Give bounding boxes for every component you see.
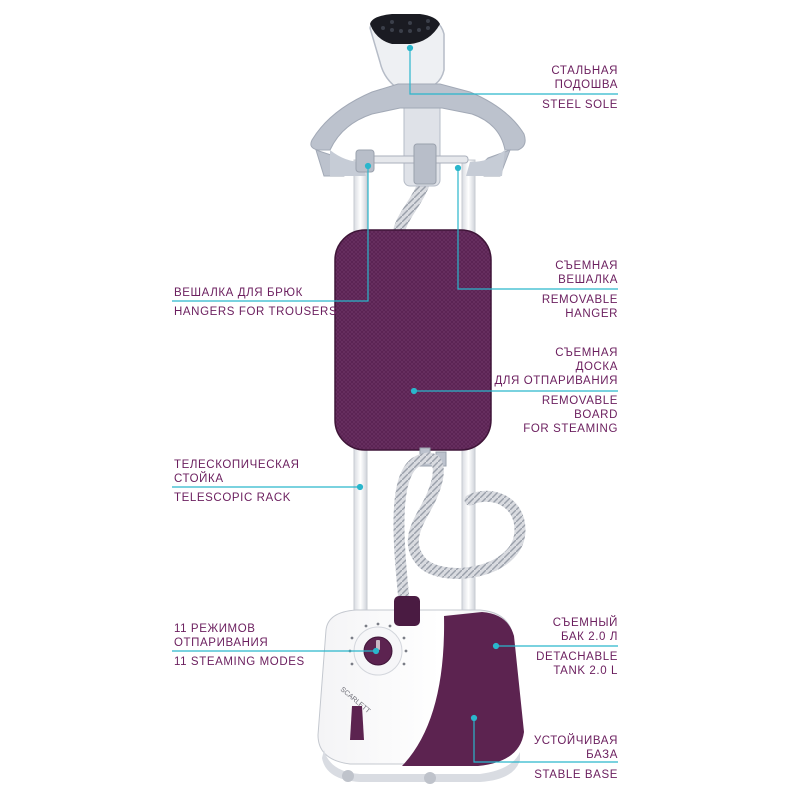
callout-ru-line: СЪЕМНАЯ xyxy=(555,260,618,272)
steam-sole-plate xyxy=(370,14,440,44)
callout-ru-line: ОТПАРИВАНИЯ xyxy=(174,637,269,649)
steam-hose-lower xyxy=(393,452,526,606)
callout-ru-line: УСТОЙЧИВАЯ xyxy=(533,735,618,747)
leader-lines xyxy=(172,44,618,763)
callout-en-line: REMOVABLE xyxy=(541,294,618,306)
callout-en-line: DETACHABLE xyxy=(536,651,618,663)
callout-ru-line: СТАЛЬНАЯ xyxy=(551,65,618,77)
foot-right xyxy=(424,772,436,784)
callout-en-line: STABLE BASE xyxy=(534,769,618,781)
callout-ru-line: ДЛЯ ОТПАРИВАНИЯ xyxy=(494,375,618,387)
callout-ru-line: ДОСКА xyxy=(575,361,618,373)
callout-ru-line: ВЕШАЛКА ДЛЯ БРЮК xyxy=(174,287,303,299)
base-foot xyxy=(322,750,520,782)
callout-removable-hanger: СЪЕМНАЯ ВЕШАЛКА REMOVABLE HANGER xyxy=(542,259,618,321)
hanger-right-arm-lower xyxy=(466,150,505,176)
callout-stable-base: УСТОЙЧИВАЯ БАЗА STABLE BASE xyxy=(534,734,618,782)
callout-removable-board: СЪЕМНАЯ ДОСКА ДЛЯ ОТПАРИВАНИЯ REMOVABLE … xyxy=(494,346,618,436)
water-level-window xyxy=(350,706,364,740)
callout-en-line: HANGER xyxy=(565,308,618,320)
callout-telescopic-rack: ТЕЛЕСКОПИЧЕСКАЯ СТОЙКА TELESCOPIC RACK xyxy=(174,458,300,505)
callout-ru-line: ТЕЛЕСКОПИЧЕСКАЯ xyxy=(174,459,300,471)
callout-ru-line: СЪЕМНАЯ xyxy=(555,347,618,359)
foot-left xyxy=(342,770,354,782)
steam-vents xyxy=(381,19,430,33)
callout-ru-line: ПОДОШВА xyxy=(554,79,618,91)
steaming-board xyxy=(334,229,492,451)
callout-en-line: BOARD xyxy=(574,409,618,421)
callout-en-line: REMOVABLE xyxy=(541,395,618,407)
callout-en-line: FOR STEAMING xyxy=(523,423,618,435)
trouser-clip-left xyxy=(355,149,375,173)
callout-steaming-modes: 11 РЕЖИМОВ ОТПАРИВАНИЯ 11 STEAMING MODES xyxy=(174,622,305,669)
callout-detachable-tank: СЪЕМНЫЙ БАК 2.0 Л DETACHABLE TANK 2.0 L xyxy=(536,616,618,678)
water-tank xyxy=(402,612,524,766)
callout-en-line: HANGERS FOR TROUSERS xyxy=(174,306,338,318)
callout-ru-line: 11 РЕЖИМОВ xyxy=(174,623,256,635)
callout-ru-line: СЪЕМНЫЙ xyxy=(552,617,618,629)
hose-connector xyxy=(394,596,420,626)
callout-trouser-hangers: ВЕШАЛКА ДЛЯ БРЮК HANGERS FOR TROUSERS xyxy=(174,286,337,319)
callout-ru-line: БАК 2.0 Л xyxy=(561,631,618,643)
callout-ru-line: СТОЙКА xyxy=(174,473,224,485)
callout-en-line: STEEL SOLE xyxy=(542,99,618,111)
callout-ru-line: ВЕШАЛКА xyxy=(558,274,618,286)
callout-en-line: TANK 2.0 L xyxy=(553,665,618,677)
mode-dial-ticks xyxy=(348,622,408,666)
trouser-clip-right xyxy=(413,143,437,185)
callout-steel-sole: СТАЛЬНАЯ ПОДОШВА STEEL SOLE xyxy=(542,64,618,112)
callout-en-line: 11 STEAMING MODES xyxy=(174,656,305,668)
callout-ru-line: БАЗА xyxy=(586,749,618,761)
hanger-frame xyxy=(310,83,526,151)
callout-en-line: TELESCOPIC RACK xyxy=(174,492,291,504)
mode-dial-pointer xyxy=(376,640,380,650)
